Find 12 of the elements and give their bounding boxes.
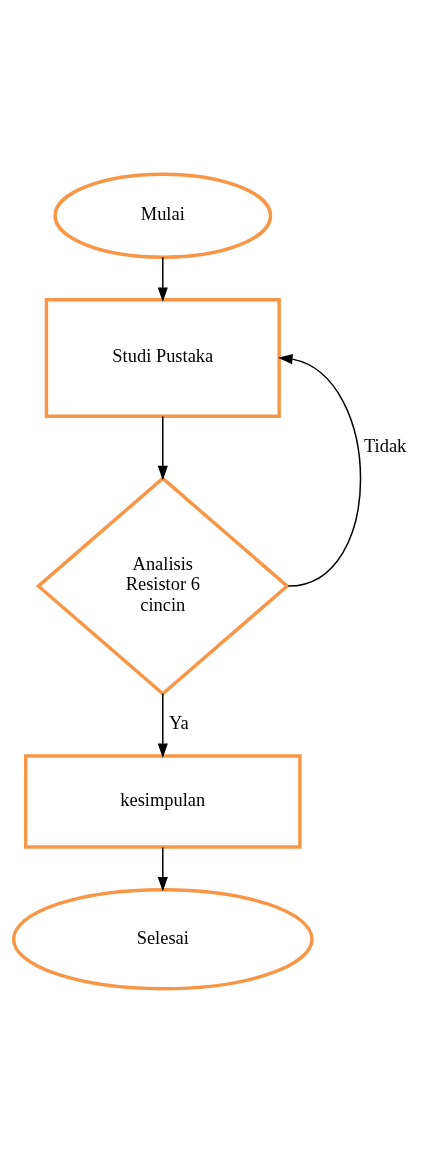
node-diamond: Analisis Resistor 6 cincin (35, 475, 290, 696)
arrow (157, 846, 168, 891)
node-box: kesimpulan (23, 753, 302, 849)
edge-label: Tidak (363, 435, 406, 456)
edge-label: Ya (168, 712, 189, 733)
node-ellipse: Mulai (52, 172, 272, 259)
arrow (157, 692, 168, 758)
node-box: Studi Pustaka (44, 297, 281, 418)
arrow (157, 256, 168, 302)
arrow (157, 415, 168, 480)
node-ellipse: Selesai (11, 887, 314, 990)
arrow (277, 353, 361, 587)
